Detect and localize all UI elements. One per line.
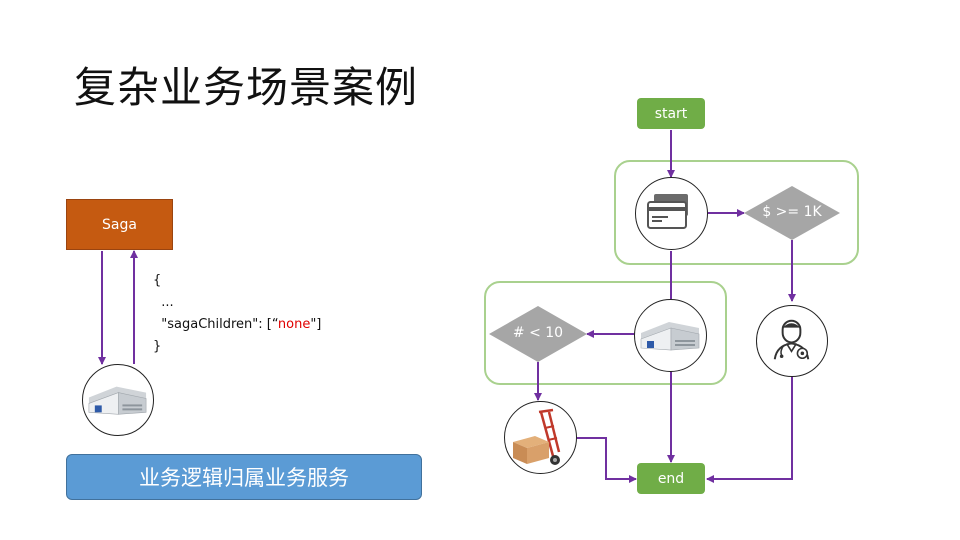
count-condition-diamond: [489, 306, 587, 362]
warehouse-icon: [640, 322, 700, 351]
amount-condition-label: $ >= 1K: [762, 204, 822, 220]
warehouse-icon: [88, 386, 147, 415]
saga-box: Saga: [66, 199, 173, 250]
code-value-none: none: [277, 317, 311, 332]
start-label: start: [654, 105, 688, 122]
business-logic-banner: 业务逻辑归属业务服务: [66, 454, 422, 500]
payment-group: [614, 160, 859, 265]
hand-truck-icon: [513, 408, 561, 465]
code-line-ellipsis: ...: [153, 295, 174, 310]
payment-node: [635, 177, 708, 250]
saga-service-node: [82, 364, 154, 436]
doctor-icon: [773, 319, 810, 360]
shipping-node: [504, 401, 577, 474]
banner-label: 业务逻辑归属业务服务: [139, 466, 349, 490]
amount-condition-diamond: [744, 186, 840, 240]
end-label: end: [657, 470, 685, 487]
code-line-open: {: [153, 273, 162, 288]
code-line-key-end: "]: [310, 317, 322, 332]
approver-node: [756, 305, 828, 377]
warehouse-group: [484, 281, 727, 385]
count-condition-label: # < 10: [512, 325, 564, 341]
credit-card-icon: [647, 194, 688, 229]
approver-to-end-arrow: [706, 376, 793, 483]
truck-to-end-arrow: [577, 437, 637, 483]
start-node: start: [637, 98, 705, 129]
code-line-key: "sagaChildren": [“: [153, 317, 278, 332]
warehouse-node: [634, 299, 707, 372]
code-line-close: }: [153, 339, 162, 354]
saga-code-snippet: { ... "sagaChildren": [“none"] }: [153, 270, 321, 358]
saga-label: Saga: [102, 216, 137, 233]
page-title: 复杂业务场景案例: [74, 63, 419, 112]
end-node: end: [637, 463, 705, 494]
